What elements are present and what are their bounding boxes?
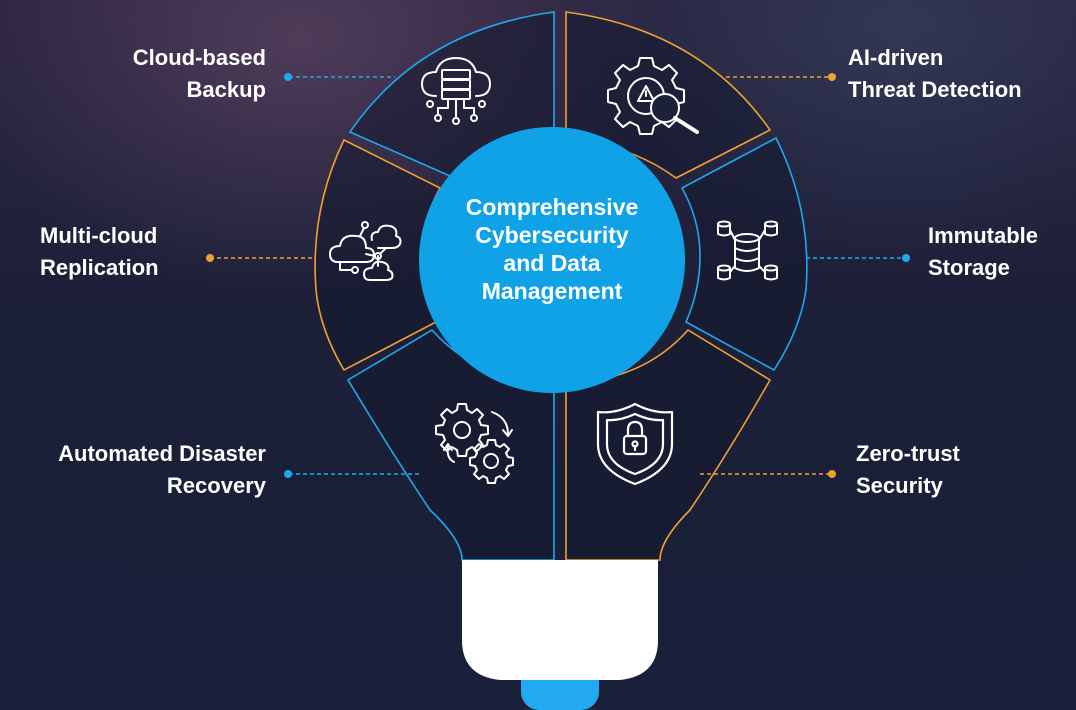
database-network-icon [717,220,778,281]
label-zero-trust-security: Zero-trust Security [856,441,960,498]
connector-zero-trust [700,470,836,478]
center-title-line: and Data [503,250,601,276]
connector-immutable-storage [806,254,910,262]
connector-cloud-backup [284,73,395,81]
label-cloud-based-backup: Cloud-based Backup [132,45,266,102]
gears-cycle-icon [435,403,514,484]
center-title-line: Cybersecurity [475,222,629,248]
shield-lock-icon [596,402,674,486]
segment-immutable-storage [680,136,808,372]
segment-zero-trust [565,328,772,561]
label-multi-cloud-replication: Multi-cloud Replication [40,223,159,280]
label-ai-driven-threat-detection: AI-driven Threat Detection [848,45,1022,102]
connector-disaster-recovery [284,470,420,478]
gear-warning-magnifier-icon [607,57,699,135]
center-circle [419,127,685,393]
connector-threat-detection [726,73,836,81]
cloud-server-icon [421,57,491,125]
label-automated-disaster-recovery: Automated Disaster Recovery [58,441,266,498]
center-title-line: Management [481,278,623,304]
center-title: Comprehensive Cybersecurity and Data Man… [428,193,676,305]
center-title-line: Comprehensive [465,194,639,220]
cloud-network-icon [329,221,402,281]
label-immutable-storage: Immutable Storage [928,223,1039,280]
bulb-base [462,560,658,680]
connector-multi-cloud [206,254,312,262]
